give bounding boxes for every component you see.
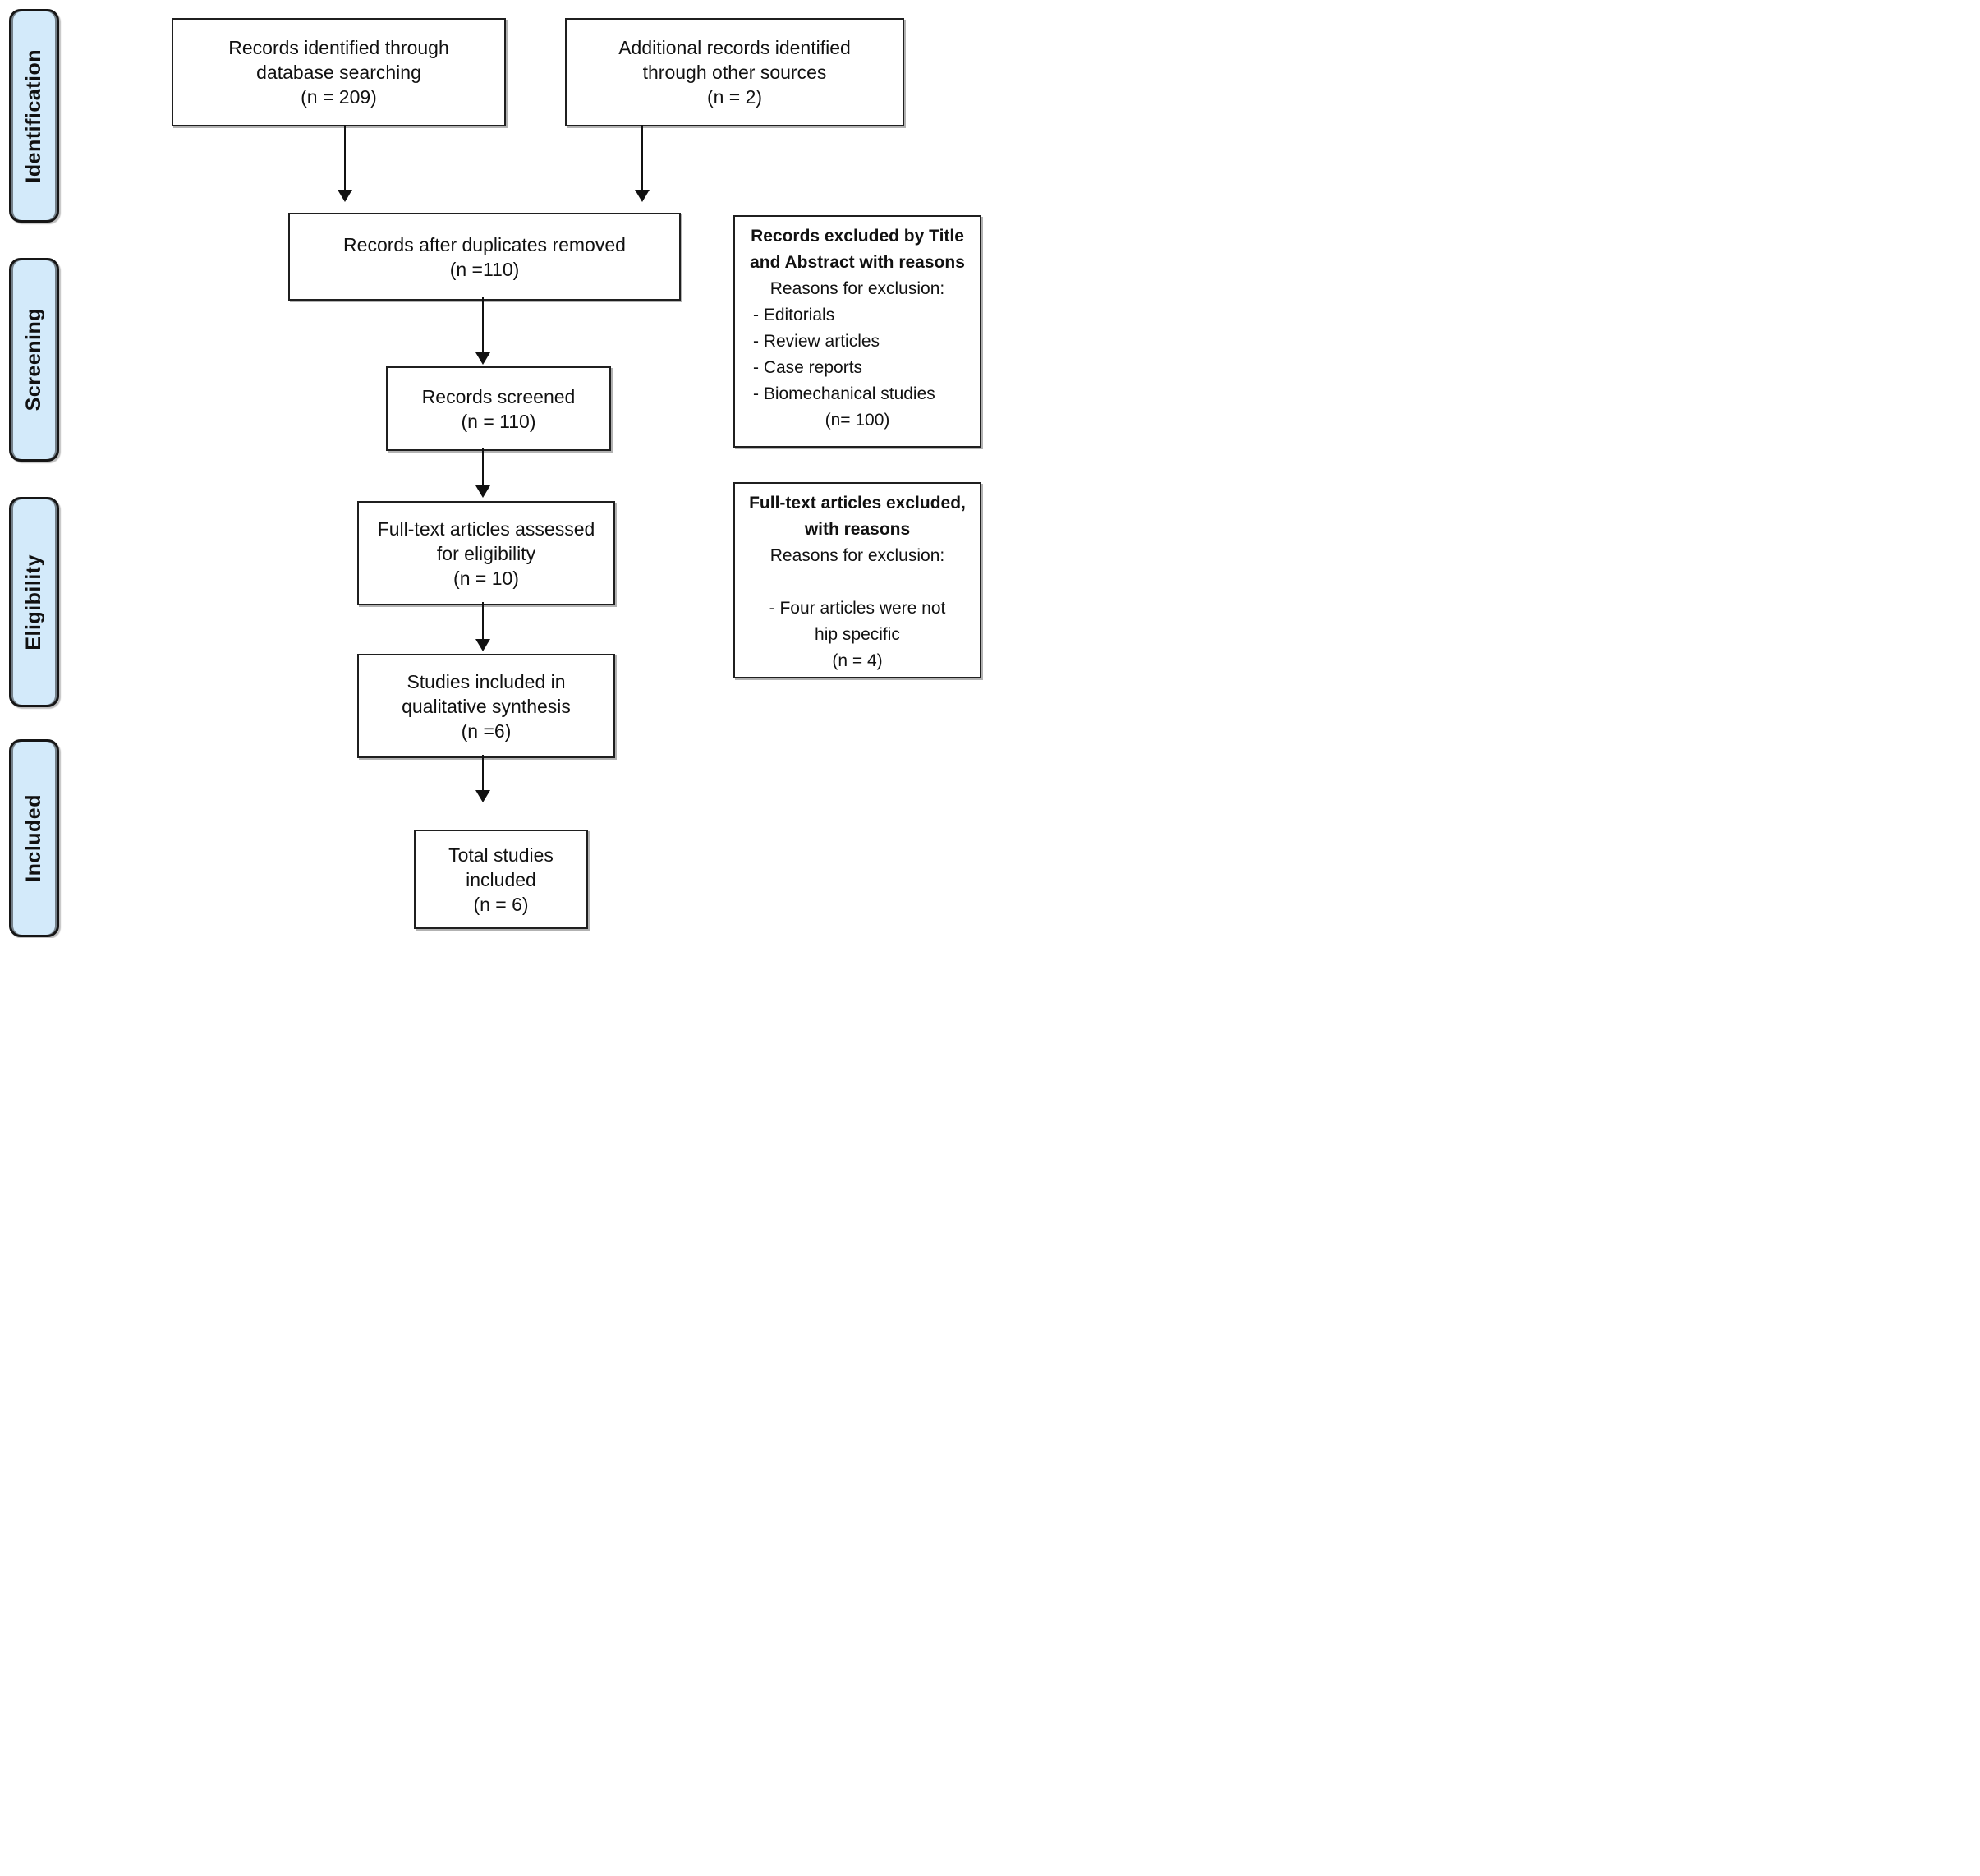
exclusion-reason-item: - Case reports: [753, 358, 863, 377]
flow-box-line: (n =110): [449, 258, 520, 280]
flow-box-line: Records identified through: [228, 37, 449, 58]
flow-box-line: Studies included in: [407, 670, 566, 692]
arrow-stem: [481, 297, 485, 352]
flow-box-line: through other sources: [642, 62, 827, 83]
flow-box-total-included: Total studies included (n = 6): [414, 830, 588, 929]
arrow-head-icon: [475, 352, 490, 365]
flow-box-records-screened: Records screened (n = 110): [386, 366, 611, 451]
flow-box-line: (n = 6): [473, 893, 529, 915]
flow-box-line: (n =6): [461, 720, 512, 742]
flow-box-line: qualitative synthesis: [402, 695, 571, 717]
exclusion-reason-line: hip specific: [815, 625, 900, 644]
arrow-head-icon: [475, 485, 490, 498]
exclusion-title-line: Full-text articles excluded,: [749, 494, 966, 513]
exclusion-title-line: with reasons: [804, 520, 911, 539]
flow-box-duplicates-removed: Records after duplicates removed (n =110…: [288, 213, 681, 301]
exclusion-reason-item: - Biomechanical studies: [753, 384, 935, 403]
arrow-head-icon: [475, 790, 490, 802]
arrow-stem: [481, 448, 485, 485]
exclusion-subtitle: Reasons for exclusion:: [769, 279, 945, 298]
stage-label-screening: Screening: [9, 258, 59, 462]
arrow-deduped-to-screened: [475, 297, 490, 365]
exclusion-title-line: Records excluded by Title: [751, 227, 964, 246]
stage-label-text: Eligibility: [22, 554, 45, 651]
stage-label-eligibility: Eligibility: [9, 497, 59, 707]
flow-box-line: (n = 10): [453, 567, 519, 589]
arrow-head-icon: [475, 639, 490, 651]
arrow-stem: [641, 125, 644, 190]
exclusion-count: (n = 4): [832, 651, 883, 670]
flow-box-line: (n = 110): [461, 410, 536, 432]
arrow-stem: [343, 125, 347, 190]
exclusion-reason-item: - Review articles: [753, 332, 880, 351]
flow-box-records-identified: Records identified through database sear…: [172, 18, 506, 126]
exclusion-reason-item: - Editorials: [753, 306, 835, 324]
flow-box-line: Records screened: [421, 385, 576, 407]
exclusion-count: (n= 100): [825, 411, 890, 430]
stage-label-identification: Identification: [9, 9, 59, 223]
arrow-stem: [481, 755, 485, 790]
arrow-head-icon: [338, 190, 352, 202]
arrow-stem: [481, 602, 485, 639]
flow-box-line: Full-text articles assessed: [377, 517, 595, 540]
flow-box-line: for eligibility: [436, 542, 536, 564]
flow-box-line: Records after duplicates removed: [343, 233, 626, 255]
exclusion-box-fulltext: Full-text articles excluded, with reason…: [733, 482, 981, 678]
stage-label-text: Screening: [22, 308, 45, 412]
flow-box-line: database searching: [256, 62, 421, 83]
stage-label-text: Included: [22, 794, 45, 882]
arrow-head-icon: [635, 190, 650, 202]
flow-box-additional-records: Additional records identified through ot…: [565, 18, 904, 126]
exclusion-reason-line: - Four articles were not: [769, 599, 946, 618]
arrow-qualitative-to-total: [475, 755, 490, 802]
flow-box-line: Additional records identified: [618, 37, 851, 58]
flow-box-fulltext-assessed: Full-text articles assessed for eligibil…: [357, 501, 615, 605]
prisma-flow-diagram: Identification Screening Eligibility Inc…: [0, 0, 990, 938]
arrow-identified-to-deduped: [338, 125, 352, 202]
flow-box-line: included: [466, 868, 536, 890]
stage-label-included: Included: [9, 739, 59, 937]
flow-box-line: (n = 2): [706, 86, 763, 108]
arrow-fulltext-to-qualitative: [475, 602, 490, 651]
exclusion-subtitle: Reasons for exclusion:: [769, 546, 945, 565]
stage-label-text: Identification: [22, 48, 45, 183]
flow-box-line: (n = 209): [301, 86, 377, 108]
arrow-additional-to-deduped: [635, 125, 650, 202]
arrow-screened-to-fulltext: [475, 448, 490, 498]
exclusion-title-line: and Abstract with reasons: [750, 253, 965, 272]
exclusion-box-title-abstract: Records excluded by Title and Abstract w…: [733, 215, 981, 448]
flow-box-line: Total studies: [448, 844, 554, 866]
flow-box-qualitative-synthesis: Studies included in qualitative synthesi…: [357, 654, 615, 758]
